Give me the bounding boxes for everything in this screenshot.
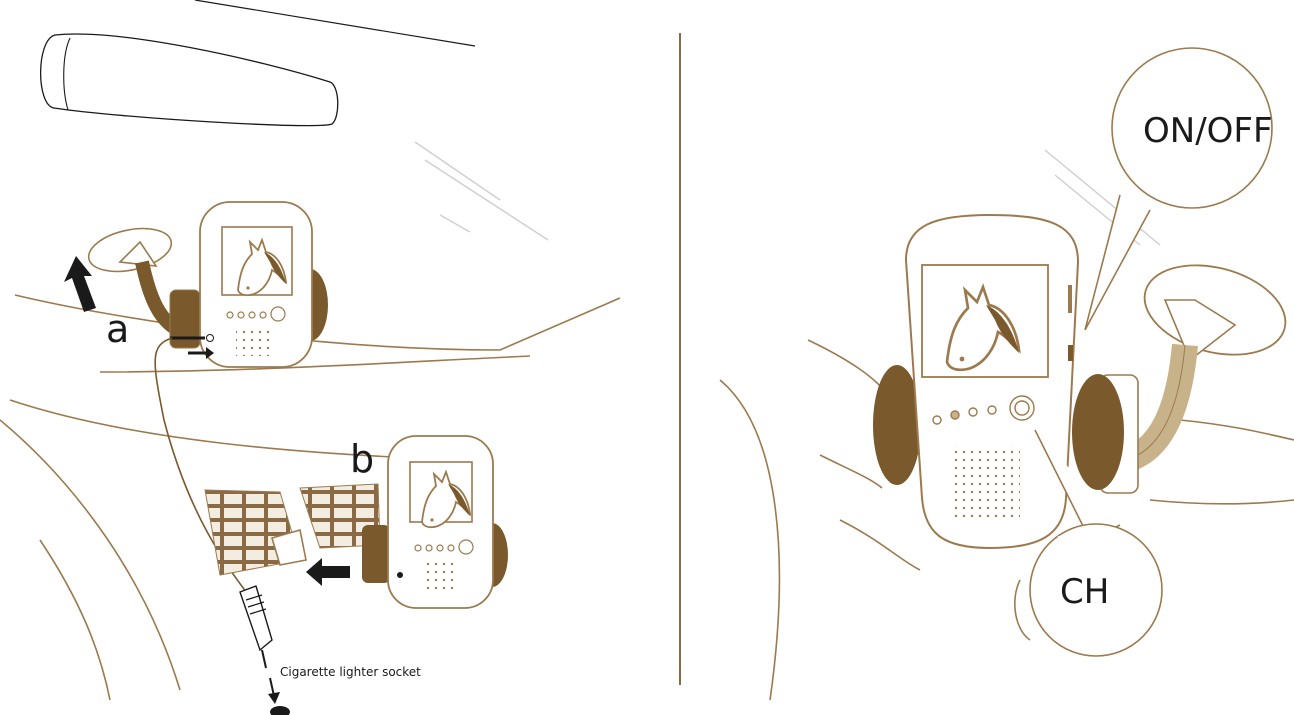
windshield-line: [195, 0, 475, 46]
power-switch: [1068, 345, 1073, 361]
right-panel: ON/OFF: [720, 48, 1294, 700]
label-ch: CH: [1060, 572, 1109, 612]
suction-cup-icon: [85, 222, 175, 279]
rearview-mirror: [41, 34, 338, 126]
speaker-grille: [236, 326, 272, 356]
speaker-grille: [422, 560, 456, 590]
label-on-off: ON/OFF: [1143, 111, 1273, 151]
mount-b: [272, 436, 508, 608]
label-cigarette-lighter: Cigarette lighter socket: [280, 665, 421, 679]
car-charger-plug-icon: [240, 586, 290, 715]
speaker-grille: [952, 445, 1020, 517]
glass-glare: [415, 142, 548, 240]
mount-a: [64, 202, 328, 367]
label-b: b: [350, 437, 374, 481]
label-a: a: [106, 307, 129, 351]
portable-tv-main: [906, 215, 1078, 548]
lighter-socket-icon: [270, 706, 290, 715]
suction-cup-icon: [1135, 251, 1294, 369]
arrow-left-icon: [306, 558, 350, 586]
left-panel: a b: [0, 0, 620, 715]
